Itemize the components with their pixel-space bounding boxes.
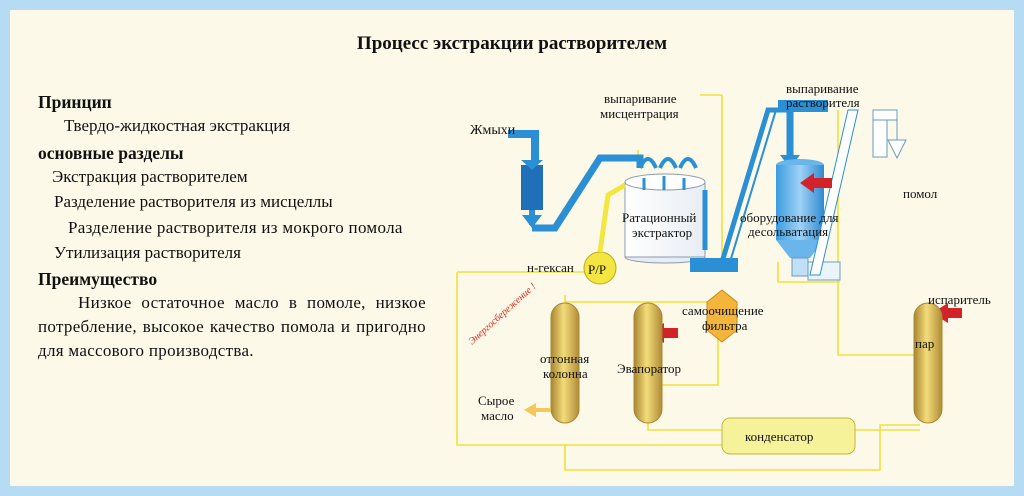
extractor-label: Ратационный	[622, 210, 696, 225]
filter-label: самоочищение	[682, 303, 764, 318]
hexane-pump	[583, 182, 627, 285]
desolventizer-label: десольватация	[748, 224, 828, 239]
evap-solvent-label: выпаривание	[786, 81, 859, 96]
evap-miscella-label: выпаривание	[604, 91, 677, 106]
evaporator-label: Эвапоратор	[617, 361, 681, 376]
rotary-extractor	[624, 157, 708, 264]
right-evaporator-column	[913, 302, 943, 424]
meal-label: Жмыхи	[470, 123, 516, 138]
evap-miscella-label: мисцентрация	[600, 106, 679, 121]
desolventizer-label: оборудование для	[740, 210, 839, 225]
section-item: Утилизация растворителя	[54, 243, 241, 263]
section-item: Разделение растворителя из мокрого помол…	[68, 217, 403, 237]
advantage-text: Низкое остаточное масло в помоле, низкое…	[38, 292, 426, 360]
stripping-column-label: колонна	[543, 366, 588, 381]
filter-label: фильтра	[702, 318, 748, 333]
evaporator-column	[633, 302, 663, 424]
evap-solvent-label: растворителя	[786, 95, 860, 110]
slide-panel	[10, 10, 1014, 486]
stripping-column-label: отгонная	[540, 351, 589, 366]
pump-label: P/P	[588, 262, 606, 277]
section-item: Разделение растворителя из мисцеллы	[54, 192, 333, 212]
principle-heading: Принцип	[38, 92, 112, 112]
hexane-label: н-гексан	[527, 260, 574, 275]
advantage-heading: Преимущество	[38, 268, 158, 289]
extractor-label: экстрактор	[632, 225, 692, 240]
stripping-column	[524, 302, 580, 424]
principle-text: Твердо-жидкостная экстракция	[64, 116, 291, 136]
meal-feed	[508, 130, 644, 232]
crude-oil-label: Сырое	[478, 393, 515, 408]
meal-out-label: помол	[903, 186, 938, 201]
steam-label: пар	[915, 336, 934, 351]
yellow-flow-lines	[456, 94, 920, 471]
self-cleaning-filter	[706, 289, 738, 343]
meal-output-pipe	[809, 109, 907, 276]
condenser-label: конденсатор	[745, 429, 813, 444]
sections-heading: основные разделы	[38, 142, 184, 163]
evaporator-out-label: испаритель	[928, 292, 991, 307]
crude-oil-label: масло	[481, 408, 514, 423]
steam-arrows	[648, 173, 962, 343]
energy-saving-label: Энергосбережение !	[467, 281, 539, 347]
section-item: Экстракция растворителем	[52, 166, 248, 186]
text-column: Принцип Твердо-жидкостная экстракция осн…	[38, 90, 426, 363]
slide-title: Процесс экстракции растворителем	[356, 33, 668, 54]
condenser	[721, 417, 856, 455]
